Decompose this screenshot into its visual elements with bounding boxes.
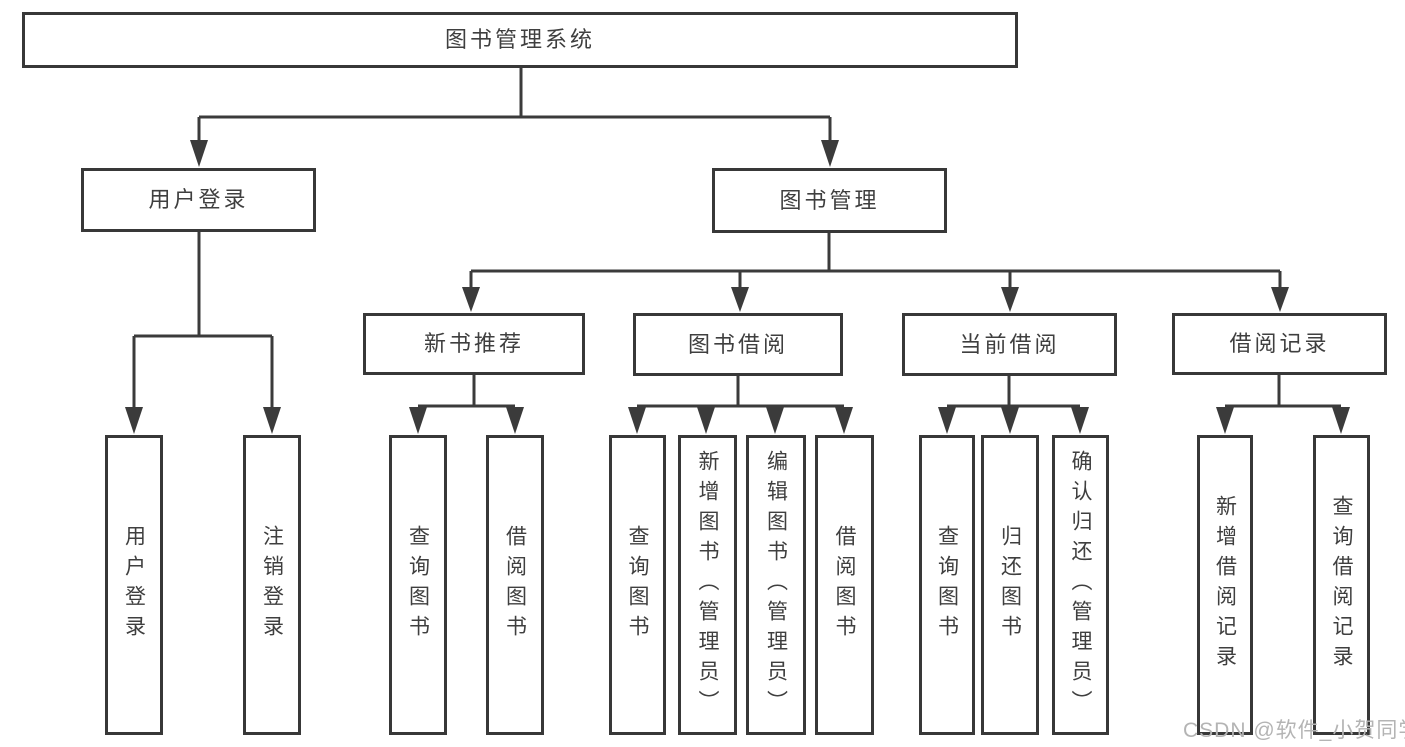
leaf-return-books: 归还图书 [981, 435, 1039, 735]
node-borrow-records-label: 借阅记录 [1229, 331, 1330, 356]
node-book-management: 图书管理 [712, 168, 947, 233]
node-borrow-records: 借阅记录 [1172, 313, 1387, 375]
node-user-login: 用户登录 [81, 168, 316, 232]
leaf-add-books-admin-label: 新增图书（管理员） [696, 450, 719, 720]
leaf-query-books-recommend: 查询图书 [389, 435, 447, 735]
node-book-management-label: 图书管理 [779, 187, 880, 213]
leaf-query-books-borrowing-label: 查询图书 [626, 525, 649, 645]
leaf-edit-books-admin: 编辑图书（管理员） [746, 435, 806, 735]
leaf-query-borrow-record-label: 查询借阅记录 [1330, 495, 1353, 675]
leaf-user-login-label: 用户登录 [122, 525, 146, 645]
node-book-borrowing: 图书借阅 [633, 313, 843, 376]
leaf-query-books-current: 查询图书 [919, 435, 975, 735]
node-user-login-label: 用户登录 [148, 187, 249, 212]
leaf-query-books-current-label: 查询图书 [935, 525, 959, 645]
leaf-confirm-return-admin-label: 确认归还（管理员） [1069, 450, 1092, 720]
leaf-query-books-recommend-label: 查询图书 [406, 525, 430, 645]
leaf-borrow-books-recommend: 借阅图书 [486, 435, 544, 735]
node-new-book-recommendation-label: 新书推荐 [423, 331, 524, 356]
leaf-add-borrow-record-label: 新增借阅记录 [1213, 495, 1237, 675]
node-new-book-recommendation: 新书推荐 [363, 313, 585, 375]
leaf-borrow-books-borrowing: 借阅图书 [815, 435, 874, 735]
leaf-user-login: 用户登录 [105, 435, 163, 735]
csdn-watermark: CSDN @软件_小贺同学 [1183, 719, 1405, 742]
leaf-confirm-return-admin: 确认归还（管理员） [1052, 435, 1109, 735]
node-current-borrowing-label: 当前借阅 [959, 331, 1060, 357]
node-root-system: 图书管理系统 [22, 12, 1018, 68]
node-current-borrowing: 当前借阅 [902, 313, 1117, 376]
connector-arrowheads [125, 140, 1350, 434]
leaf-borrow-books-borrowing-label: 借阅图书 [833, 525, 856, 645]
leaf-add-books-admin: 新增图书（管理员） [678, 435, 737, 735]
leaf-add-borrow-record: 新增借阅记录 [1197, 435, 1253, 735]
leaf-return-books-label: 归还图书 [998, 525, 1022, 645]
leaf-query-borrow-record: 查询借阅记录 [1313, 435, 1370, 735]
node-book-borrowing-label: 图书借阅 [687, 331, 788, 357]
leaf-logout-login-label: 注销登录 [260, 525, 284, 645]
leaf-borrow-books-recommend-label: 借阅图书 [503, 525, 527, 645]
connector-path [132, 68, 1341, 411]
leaf-logout-login: 注销登录 [243, 435, 301, 735]
leaf-edit-books-admin-label: 编辑图书（管理员） [764, 450, 788, 720]
leaf-query-books-borrowing: 查询图书 [609, 435, 666, 735]
node-root-label: 图书管理系统 [444, 27, 595, 52]
